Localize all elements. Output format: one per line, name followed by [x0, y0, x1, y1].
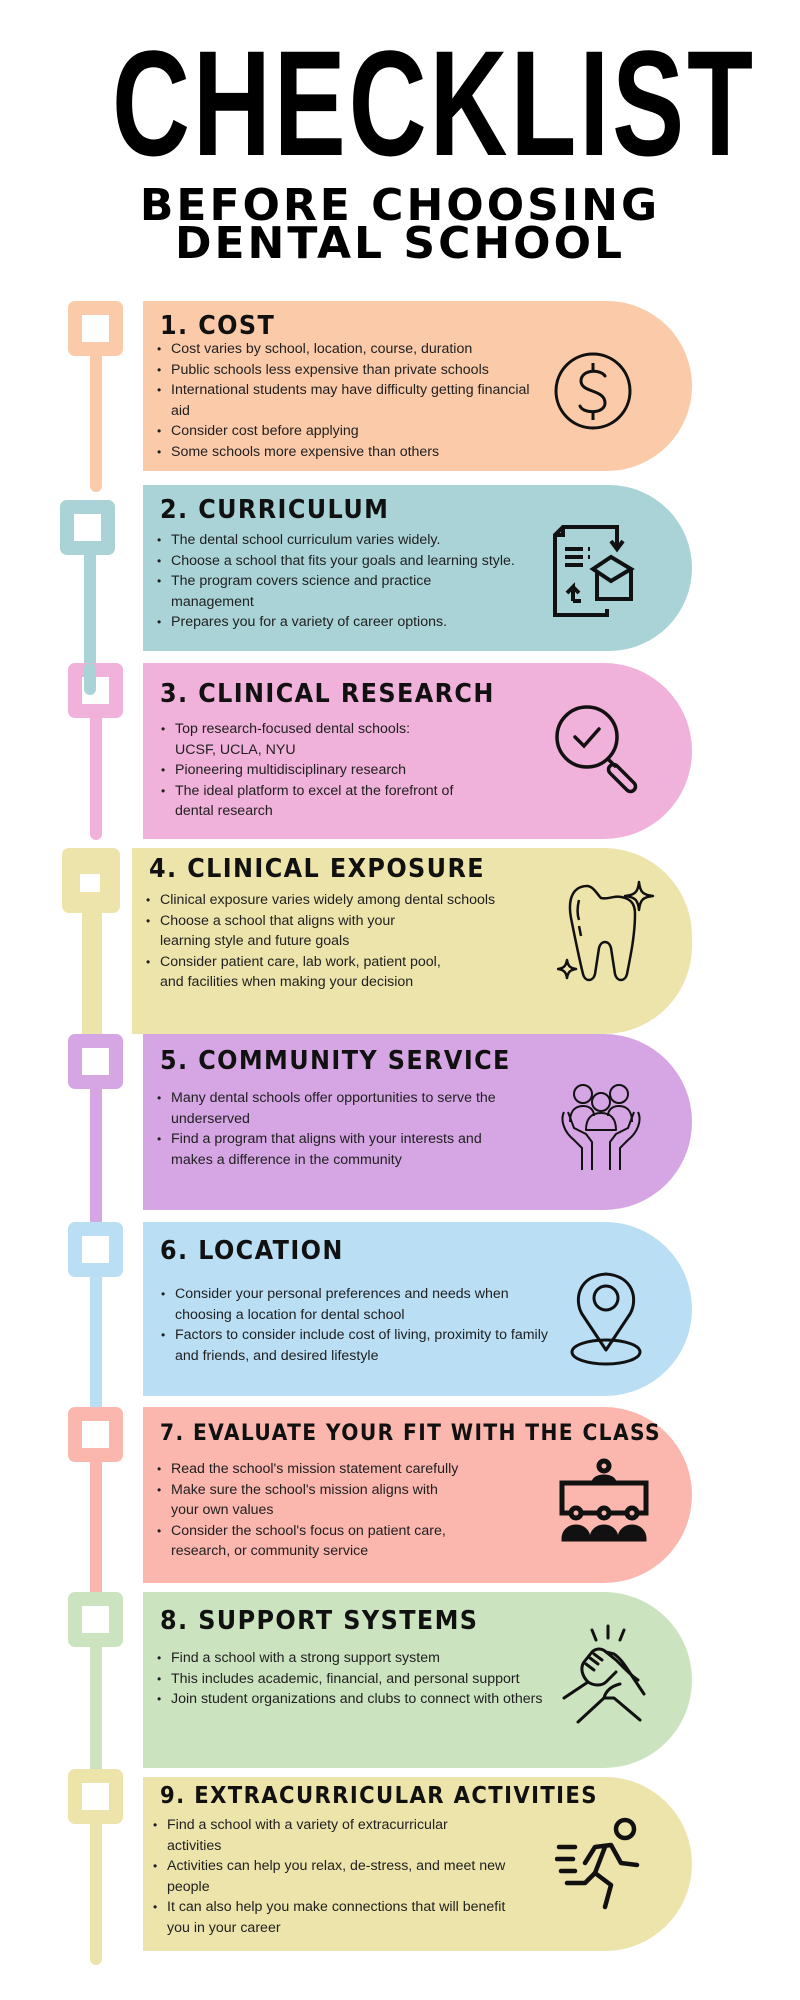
classroom-presenter-icon	[558, 1457, 650, 1549]
document-graduation-cap-icon	[551, 521, 635, 619]
bullet-item: Choose a school that aligns with your le…	[146, 911, 446, 952]
section-location: 6. LOCATION Consider your personal prefe…	[143, 1222, 692, 1396]
bullet-list: Consider your personal preferences and n…	[161, 1284, 561, 1366]
section-title: 7. EVALUATE YOUR FIT WITH THE CLASS	[160, 1421, 662, 1446]
bullet-list: Many dental schools offer opportunities …	[157, 1088, 542, 1170]
bullet-item: Find a school with a variety of extracur…	[153, 1815, 497, 1856]
dollar-circle-icon	[553, 351, 633, 431]
bullet-item: Prepares you for a variety of career opt…	[157, 612, 562, 633]
bullet-list: Clinical exposure varies widely among de…	[146, 890, 495, 993]
bullet-list: Find a school with a variety of extracur…	[153, 1815, 533, 1938]
sparkling-tooth-icon	[557, 878, 657, 988]
bullet-item: Find a program that aligns with your int…	[157, 1129, 501, 1170]
bullet-list: Cost varies by school, location, course,…	[157, 339, 547, 462]
bullet-item: Read the school's mission statement care…	[157, 1459, 557, 1480]
bullet-item: Find a school with a strong support syst…	[157, 1648, 547, 1669]
bullet-list: The dental school curriculum varies wide…	[157, 530, 562, 633]
bullet-list: Read the school's mission statement care…	[157, 1459, 557, 1562]
bullet-item: This includes academic, financial, and p…	[157, 1669, 521, 1690]
bullet-item: The program covers science and practice …	[157, 571, 471, 612]
section-clinical-exposure: 4. CLINICAL EXPOSURE Clinical exposure v…	[132, 848, 692, 1034]
section-title: 3. CLINICAL RESEARCH	[160, 679, 495, 709]
handshake-clasp-icon	[558, 1624, 648, 1734]
section-curriculum: 2. CURRICULUM The dental school curricul…	[143, 485, 692, 651]
section-title: 1. COST	[160, 311, 276, 341]
section-title: 2. CURRICULUM	[160, 495, 390, 525]
section-title: 9. EXTRACURRICULAR ACTIVITIES	[160, 1783, 598, 1809]
bullet-item: Consider the school's focus on patient c…	[157, 1521, 481, 1562]
section-title: 8. SUPPORT SYSTEMS	[160, 1606, 479, 1636]
bullet-item: Factors to consider include cost of livi…	[161, 1325, 561, 1366]
section-title: 6. LOCATION	[160, 1236, 344, 1266]
section-evaluate-fit: 7. EVALUATE YOUR FIT WITH THE CLASS Read…	[143, 1407, 692, 1583]
bullet-item: Consider your personal preferences and n…	[161, 1284, 545, 1325]
bullet-item: Consider patient care, lab work, patient…	[146, 952, 446, 993]
page-subtitle-line-1: BEFORE CHOOSING	[139, 180, 661, 231]
bullet-item: Clinical exposure varies widely among de…	[146, 890, 580, 911]
page-subtitle-line-2: DENTAL SCHOOL	[174, 218, 626, 269]
section-support-systems: 8. SUPPORT SYSTEMS Find a school with a …	[143, 1592, 692, 1768]
bullet-item: Pioneering multidisciplinary research	[161, 760, 461, 781]
bullet-list: Find a school with a strong support syst…	[157, 1648, 547, 1710]
section-clinical-research: 3. CLINICAL RESEARCH Top research-focuse…	[143, 663, 692, 839]
bullet-item: Activities can help you relax, de-stress…	[153, 1856, 537, 1897]
section-extracurricular: 9. EXTRACURRICULAR ACTIVITIES Find a sch…	[143, 1777, 692, 1951]
bullet-item: It can also help you make connections th…	[153, 1897, 517, 1938]
bullet-item: Top research-focused dental schools: UCS…	[161, 719, 435, 760]
hands-holding-people-icon	[558, 1082, 644, 1172]
bullet-item: Join student organizations and clubs to …	[157, 1689, 546, 1710]
magnifier-check-icon	[551, 701, 651, 801]
map-pin-icon	[566, 1268, 646, 1368]
bullet-item: Consider cost before applying	[157, 421, 547, 442]
bullet-item: Make sure the school's mission aligns wi…	[157, 1480, 461, 1521]
bullet-item: Some schools more expensive than others	[157, 442, 547, 463]
bullet-item: International students may have difficul…	[157, 380, 547, 421]
bullet-item: The ideal platform to excel at the foref…	[161, 781, 461, 822]
bullet-item: Cost varies by school, location, course,…	[157, 339, 547, 360]
section-community-service: 5. COMMUNITY SERVICE Many dental schools…	[143, 1034, 692, 1210]
page-title: CHECKLIST	[112, 19, 756, 187]
bullet-item: Choose a school that fits your goals and…	[157, 551, 562, 572]
bullet-item: Public schools less expensive than priva…	[157, 360, 547, 381]
section-title: 4. CLINICAL EXPOSURE	[149, 854, 485, 884]
running-person-icon	[555, 1817, 651, 1913]
bullet-item: The dental school curriculum varies wide…	[157, 530, 562, 551]
bullet-list: Top research-focused dental schools: UCS…	[161, 719, 461, 822]
section-cost: 1. COST Cost varies by school, location,…	[143, 301, 692, 471]
section-title: 5. COMMUNITY SERVICE	[160, 1046, 511, 1076]
bullet-item: Many dental schools offer opportunities …	[157, 1088, 542, 1129]
